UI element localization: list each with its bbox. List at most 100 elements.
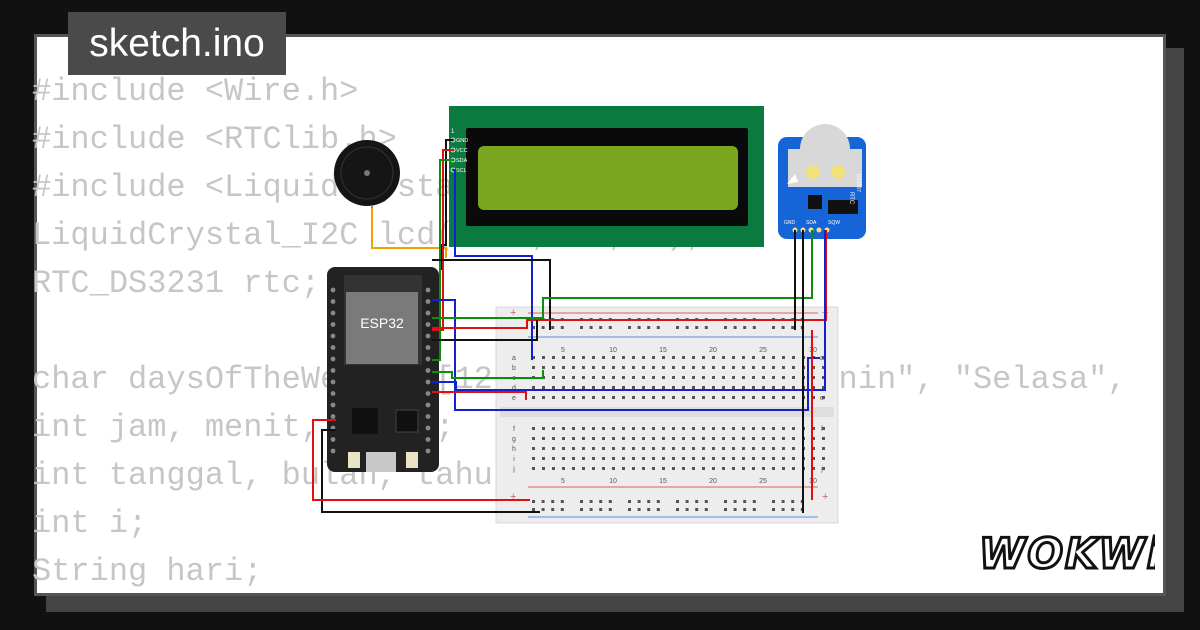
breadboard[interactable]: + + + + 5 10 15 20 25 30 5 10 15 20 25 3… bbox=[495, 306, 839, 524]
breadboard-hole[interactable] bbox=[608, 500, 612, 503]
breadboard-hole[interactable] bbox=[732, 356, 735, 359]
breadboard-hole[interactable] bbox=[602, 376, 605, 379]
breadboard-hole[interactable] bbox=[592, 376, 595, 379]
breadboard-hole[interactable] bbox=[662, 376, 665, 379]
header-pin[interactable] bbox=[425, 356, 431, 362]
breadboard-hole[interactable] bbox=[582, 376, 585, 379]
breadboard-hole[interactable] bbox=[612, 447, 615, 450]
breadboard-hole[interactable] bbox=[582, 437, 585, 440]
breadboard-hole[interactable] bbox=[532, 500, 535, 503]
breadboard-hole[interactable] bbox=[602, 386, 605, 389]
breadboard-hole[interactable] bbox=[602, 427, 605, 430]
breadboard-hole[interactable] bbox=[572, 427, 575, 430]
breadboard-hole[interactable] bbox=[742, 366, 745, 369]
header-pin[interactable] bbox=[330, 391, 336, 396]
breadboard-hole[interactable] bbox=[562, 366, 565, 369]
breadboard-hole[interactable] bbox=[592, 386, 595, 389]
breadboard-hole[interactable] bbox=[692, 427, 695, 430]
breadboard-hole[interactable] bbox=[628, 500, 631, 503]
breadboard-hole[interactable] bbox=[672, 356, 675, 359]
breadboard-hole[interactable] bbox=[822, 437, 825, 440]
header-pin[interactable] bbox=[425, 287, 431, 293]
breadboard-hole[interactable] bbox=[672, 396, 675, 399]
breadboard-hole[interactable] bbox=[702, 356, 705, 359]
breadboard-hole[interactable] bbox=[632, 447, 635, 450]
breadboard-hole[interactable] bbox=[712, 467, 715, 470]
breadboard-hole[interactable] bbox=[612, 366, 615, 369]
breadboard-hole[interactable] bbox=[532, 457, 535, 460]
breadboard-hole[interactable] bbox=[662, 366, 665, 369]
breadboard-hole[interactable] bbox=[652, 437, 655, 440]
breadboard-hole[interactable] bbox=[752, 508, 756, 511]
breadboard-hole[interactable] bbox=[782, 457, 785, 460]
breadboard-hole[interactable] bbox=[622, 447, 625, 450]
breadboard-hole[interactable] bbox=[552, 457, 555, 460]
breadboard-hole[interactable] bbox=[562, 437, 565, 440]
breadboard-hole[interactable] bbox=[562, 427, 565, 430]
breadboard-hole[interactable] bbox=[722, 447, 725, 450]
breadboard-hole[interactable] bbox=[712, 447, 715, 450]
breadboard-hole[interactable] bbox=[782, 376, 785, 379]
breadboard-hole[interactable] bbox=[695, 508, 699, 511]
breadboard-hole[interactable] bbox=[812, 427, 815, 430]
breadboard-hole[interactable] bbox=[812, 457, 815, 460]
breadboard-hole[interactable] bbox=[552, 447, 555, 450]
breadboard-hole[interactable] bbox=[562, 467, 565, 470]
breadboard-hole[interactable] bbox=[733, 326, 737, 329]
breadboard-hole[interactable] bbox=[752, 396, 755, 399]
breadboard-hole[interactable] bbox=[602, 366, 605, 369]
breadboard-hole[interactable] bbox=[552, 386, 555, 389]
breadboard-hole[interactable] bbox=[542, 447, 545, 450]
breadboard-hole[interactable] bbox=[542, 457, 545, 460]
breadboard-hole[interactable] bbox=[662, 457, 665, 460]
breadboard-hole[interactable] bbox=[602, 356, 605, 359]
breadboard-hole[interactable] bbox=[722, 376, 725, 379]
breadboard-hole[interactable] bbox=[682, 447, 685, 450]
breadboard-hole[interactable] bbox=[733, 508, 737, 511]
breadboard-hole[interactable] bbox=[632, 396, 635, 399]
breadboard-hole[interactable] bbox=[672, 437, 675, 440]
breadboard-hole[interactable] bbox=[762, 467, 765, 470]
breadboard-hole[interactable] bbox=[652, 366, 655, 369]
breadboard-hole[interactable] bbox=[532, 356, 535, 359]
breadboard-hole[interactable] bbox=[541, 326, 545, 329]
breadboard-hole[interactable] bbox=[662, 467, 665, 470]
header-pin[interactable] bbox=[330, 299, 336, 304]
breadboard-hole[interactable] bbox=[622, 396, 625, 399]
breadboard-hole[interactable] bbox=[572, 366, 575, 369]
breadboard-hole[interactable] bbox=[782, 356, 785, 359]
breadboard-hole[interactable] bbox=[672, 386, 675, 389]
breadboard-hole[interactable] bbox=[692, 447, 695, 450]
breadboard-hole[interactable] bbox=[647, 508, 651, 511]
header-pin[interactable] bbox=[330, 379, 336, 385]
breadboard-hole[interactable] bbox=[552, 396, 555, 399]
breadboard-hole[interactable] bbox=[704, 326, 708, 329]
header-pin[interactable] bbox=[425, 322, 431, 327]
breadboard-hole[interactable] bbox=[628, 508, 631, 511]
header-pin[interactable] bbox=[425, 333, 431, 339]
breadboard-hole[interactable] bbox=[572, 386, 575, 389]
breadboard-hole[interactable] bbox=[712, 437, 715, 440]
breadboard-hole[interactable] bbox=[552, 427, 555, 430]
breadboard-hole[interactable] bbox=[622, 457, 625, 460]
breadboard-hole[interactable] bbox=[732, 376, 735, 379]
breadboard-hole[interactable] bbox=[562, 356, 565, 359]
breadboard-hole[interactable] bbox=[562, 386, 565, 389]
esp32-board[interactable]: ESP32 bbox=[327, 267, 439, 472]
breadboard-hole[interactable] bbox=[602, 447, 605, 450]
breadboard-hole[interactable] bbox=[781, 500, 785, 503]
breadboard-hole[interactable] bbox=[612, 437, 615, 440]
breadboard-hole[interactable] bbox=[532, 366, 535, 369]
breadboard-hole[interactable] bbox=[772, 356, 775, 359]
breadboard-hole[interactable] bbox=[682, 437, 685, 440]
breadboard-hole[interactable] bbox=[662, 356, 665, 359]
boot-button[interactable] bbox=[348, 452, 360, 468]
breadboard-hole[interactable] bbox=[772, 467, 775, 470]
breadboard-hole[interactable] bbox=[792, 437, 795, 440]
breadboard-hole[interactable] bbox=[599, 508, 603, 511]
breadboard-hole[interactable] bbox=[582, 457, 585, 460]
breadboard-hole[interactable] bbox=[652, 386, 655, 389]
header-pin[interactable] bbox=[330, 368, 336, 373]
breadboard-hole[interactable] bbox=[792, 467, 795, 470]
breadboard-hole[interactable] bbox=[602, 396, 605, 399]
